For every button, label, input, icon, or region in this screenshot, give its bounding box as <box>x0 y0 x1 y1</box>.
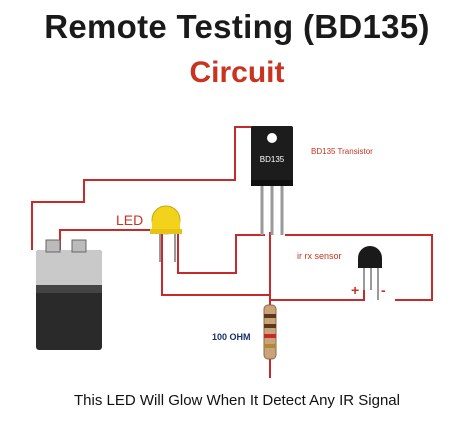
ir-sensor-label: ir rx sensor <box>297 251 342 261</box>
diagram-subtitle: Circuit <box>189 56 285 89</box>
diagram-caption: This LED Will Glow When It Detect Any IR… <box>74 392 400 409</box>
led-label: LED <box>116 212 144 228</box>
wires <box>31 126 433 378</box>
sensor-plus-label: + <box>351 282 360 298</box>
resistor-100-ohm <box>263 304 277 360</box>
transistor-label: BD135 Transistor <box>311 147 373 156</box>
led-component <box>150 205 182 262</box>
sensor-minus-label: - <box>381 282 386 298</box>
wire-led-right <box>177 232 265 274</box>
ir-sensor <box>358 246 382 300</box>
transistor-marking: BD135 <box>260 155 285 164</box>
battery-9v <box>36 239 102 350</box>
wire-transistor-right <box>285 234 433 301</box>
diagram-title: Remote Testing (BD135) <box>44 8 430 45</box>
wire-battery-to-transistor <box>31 126 262 250</box>
wire-led-left <box>161 232 270 296</box>
transistor-bd135: BD135 <box>251 126 293 235</box>
wire-sensor-plus <box>270 283 365 301</box>
resistor-label: 100 OHM <box>212 332 251 342</box>
